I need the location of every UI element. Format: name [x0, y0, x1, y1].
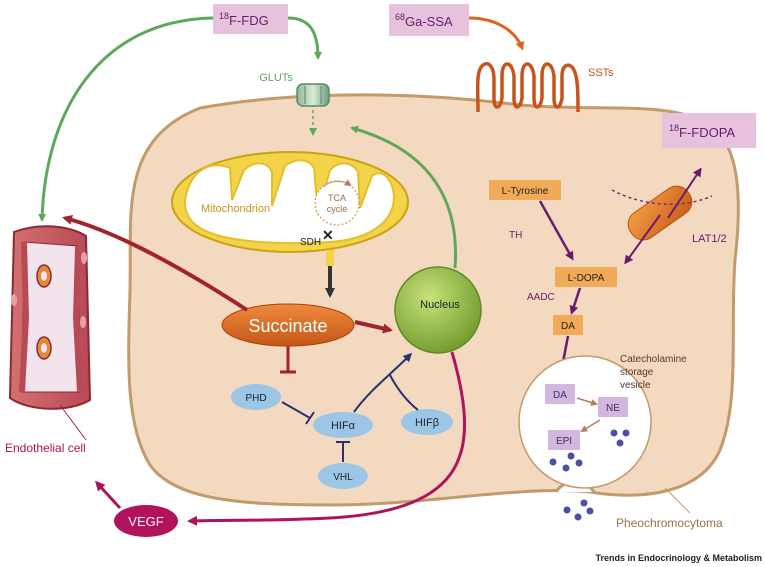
secreted-granules — [563, 499, 594, 521]
hif-beta-node — [401, 409, 453, 435]
tyrosine-to-dopa-arrow — [538, 200, 574, 261]
hif-alpha-node — [313, 412, 373, 438]
vhl-label: VHL — [333, 472, 353, 483]
sst-receptor-icon — [475, 61, 580, 113]
l-dopa-label: L-DOPA — [568, 273, 605, 284]
da-cyto-box — [553, 315, 583, 335]
l-dopa-box — [555, 267, 617, 287]
succinate-label: Succinate — [248, 316, 327, 336]
ga-tracer-label: 68Ga-SSA — [395, 12, 453, 29]
fdg-arrow-to-endothelium — [38, 16, 214, 222]
ssts-label: SSTs — [588, 67, 614, 79]
mitochondrion — [171, 151, 409, 253]
vegf-label: VEGF — [128, 514, 163, 529]
fdopa-arrow-in — [624, 214, 661, 265]
vegf-to-endothelial-arrow — [94, 480, 122, 510]
lat-membrane-dashed — [611, 189, 713, 205]
nucleus-label: Nucleus — [420, 299, 460, 311]
da-cyto-label: DA — [561, 321, 575, 332]
fdopa-tracer-box — [662, 113, 756, 148]
succinate-to-endothelium-arrow — [62, 214, 249, 312]
ne-label: NE — [606, 403, 620, 414]
phd-label: PHD — [245, 393, 266, 404]
ne-to-epi-arrow — [580, 419, 601, 433]
hif-beta-join — [389, 374, 419, 411]
mitochondrion-label: Mitochondrion — [201, 203, 270, 215]
tca-label-line1: TCA — [328, 193, 346, 203]
da-to-ne-arrow — [576, 397, 598, 406]
vhl-node — [318, 463, 368, 489]
ga-arrow-to-ssts — [468, 16, 525, 51]
hif-to-nucleus-arrow — [353, 352, 413, 413]
nucleus-to-vegf-arrow — [187, 351, 467, 526]
fdg-tracer-label: 18F-FDG — [219, 11, 269, 28]
fdg-arrow-to-glut — [287, 16, 322, 60]
vesicle-label-line1: Catecholamine — [620, 354, 687, 365]
gluts-label: GLUTs — [259, 72, 293, 84]
lat-transporter-icon — [627, 185, 693, 241]
succinate-to-nucleus-arrow — [354, 320, 393, 334]
blood-vessel — [8, 225, 92, 410]
fdopa-arrow-out — [667, 167, 702, 219]
tca-label-line2: cycle — [327, 204, 348, 214]
da-vesicle-box — [545, 384, 575, 404]
fdopa-tracer-label: 18F-FDOPA — [669, 123, 735, 140]
fdg-tracer-box — [213, 4, 288, 34]
l-tyrosine-box — [489, 180, 561, 200]
hif-alpha-label: HIFα — [331, 420, 356, 432]
endothelial-leader-line — [59, 404, 87, 441]
vegf-node — [114, 505, 178, 537]
sdh-label: SDH — [300, 237, 321, 248]
l-tyrosine-label: L-Tyrosine — [502, 186, 549, 197]
pheo-leader-line — [664, 487, 691, 514]
vesicle-label-line2: storage — [620, 367, 654, 378]
journal-credit: Trends in Endocrinology & Metabolism — [595, 553, 762, 563]
phd-node — [231, 384, 281, 410]
nucleus — [394, 266, 482, 354]
endothelial-label: Endothelial cell — [5, 441, 86, 455]
ga-tracer-box — [389, 4, 469, 36]
dopa-to-da-arrow — [569, 287, 582, 315]
vesicle-granules — [549, 429, 630, 472]
aadc-label: AADC — [527, 292, 555, 303]
th-label: TH — [509, 230, 522, 241]
hif-beta-label: HIFβ — [415, 417, 439, 429]
phd-inhibits-hif — [281, 401, 311, 419]
da-vesicle-label: DA — [553, 390, 567, 401]
ne-box — [598, 397, 628, 417]
phd-inhibits-hif-bar — [305, 411, 315, 425]
epi-box — [548, 430, 580, 450]
sdh-block-x-icon: ✕ — [322, 227, 334, 243]
sdh-highlight — [326, 250, 334, 266]
lat-label: LAT1/2 — [692, 233, 727, 245]
vesicle-label-line3: vesicle — [620, 380, 651, 391]
pheo-label: Pheochromocytoma — [616, 516, 723, 530]
glut-transporter-icon — [296, 83, 330, 107]
epi-label: EPI — [556, 436, 572, 447]
nucleus-to-glut-arrow — [350, 125, 458, 269]
